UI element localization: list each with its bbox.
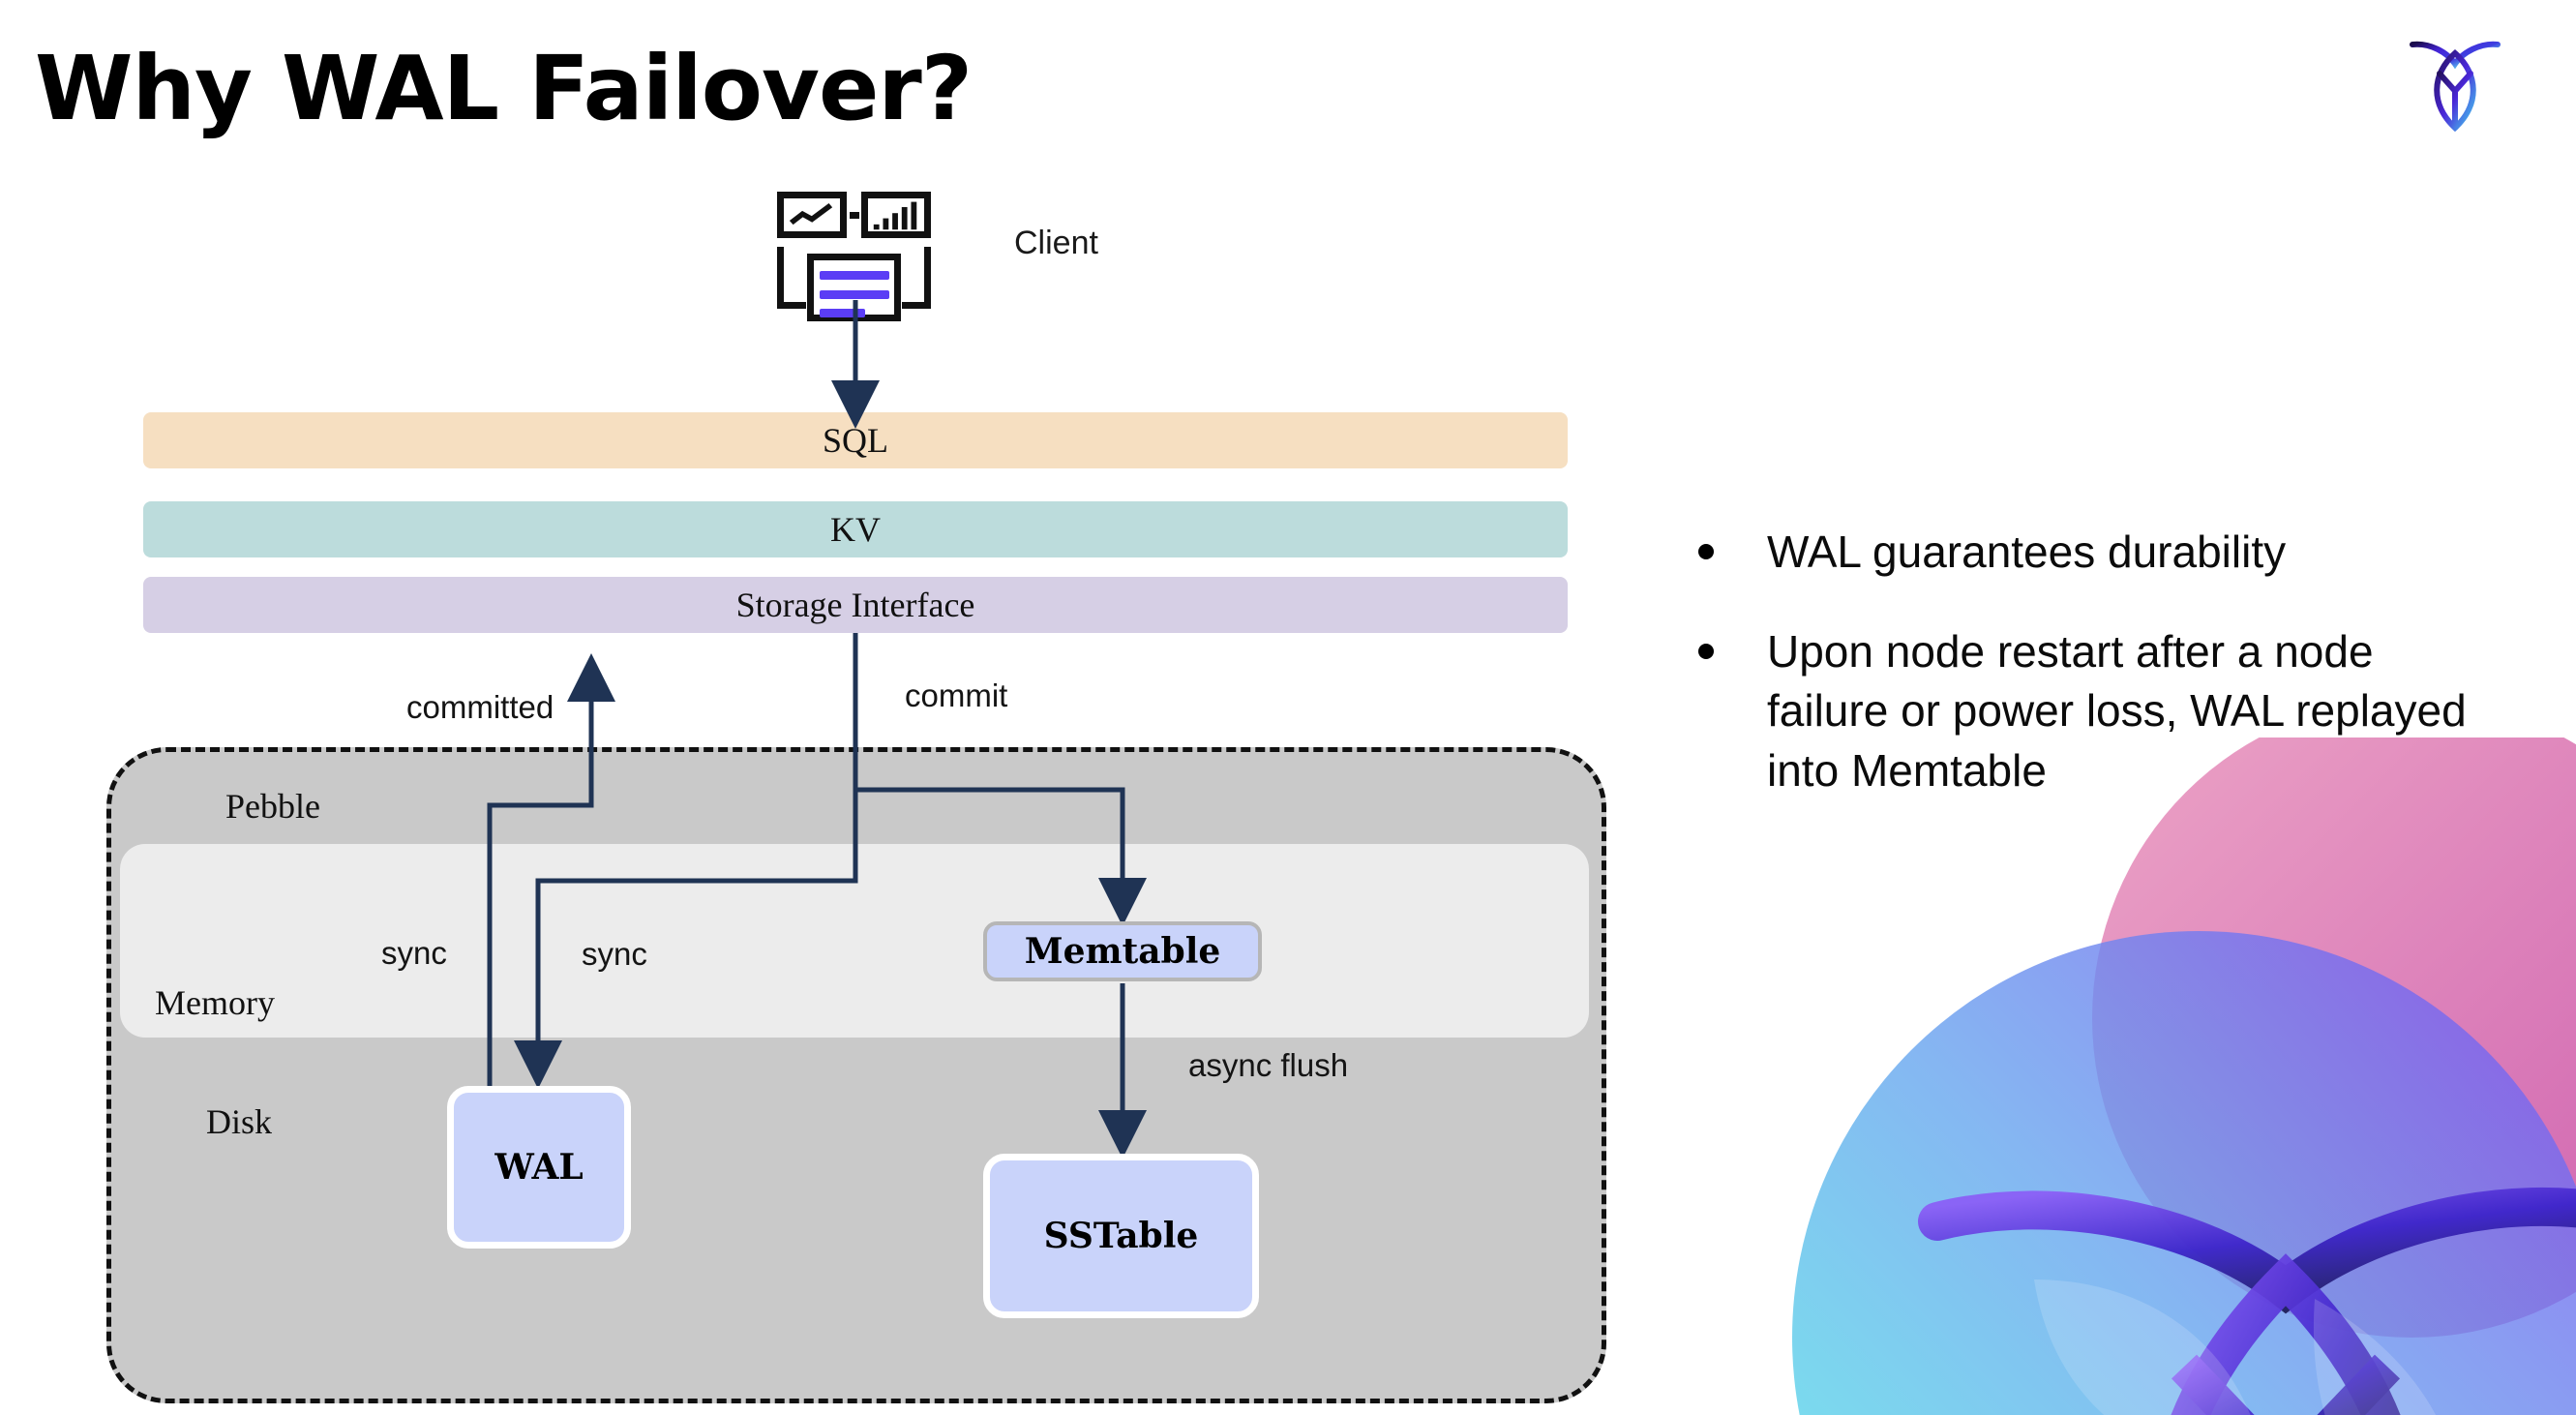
disk-label: Disk: [206, 1102, 273, 1141]
bracket-right-icon: [902, 247, 931, 309]
document-line-3: [820, 309, 865, 317]
bullet-dot-icon: [1698, 544, 1714, 559]
client-label: Client: [1014, 225, 1098, 261]
edge-label-commit: commit: [905, 677, 1008, 713]
list-item: WAL guarantees durability: [1698, 523, 2501, 582]
edge-label-async-flush: async flush: [1188, 1047, 1349, 1083]
bullet-text: WAL guarantees durability: [1767, 527, 2287, 577]
layer-bar-kv: KV: [143, 501, 1568, 557]
line-chart-icon: [777, 192, 847, 238]
layer-bar-sql-label: SQL: [822, 421, 888, 460]
memory-label: Memory: [155, 983, 275, 1022]
node-memtable-label: Memtable: [1024, 931, 1221, 972]
bar-chart-icon: [861, 192, 931, 238]
bullet-dot-icon: [1698, 644, 1714, 660]
node-memtable[interactable]: Memtable: [983, 921, 1262, 981]
client-dashboard-icon: [774, 192, 939, 321]
edge-label-sync-right: sync: [582, 936, 647, 972]
node-sstable[interactable]: SSTable: [983, 1154, 1259, 1318]
layer-bar-sql: SQL: [143, 412, 1568, 468]
layer-bar-storage-interface: Storage Interface: [143, 577, 1568, 633]
bullet-text: Upon node restart after a node failure o…: [1767, 626, 2467, 796]
document-line-1: [820, 271, 889, 280]
document-line-2: [820, 290, 889, 299]
pebble-label: Pebble: [225, 787, 320, 826]
edge-label-committed: committed: [406, 689, 554, 725]
node-wal[interactable]: WAL: [447, 1086, 631, 1249]
layer-bar-storage-interface-label: Storage Interface: [735, 586, 975, 624]
memory-region: [120, 844, 1589, 1038]
bullet-list: WAL guarantees durability Upon node rest…: [1698, 523, 2501, 841]
dash-icon: [850, 212, 859, 219]
cockroachdb-logo-icon: [2407, 31, 2503, 137]
node-sstable-label: SSTable: [1043, 1216, 1199, 1256]
layer-bar-kv-label: KV: [830, 510, 881, 549]
edge-label-sync-left: sync: [381, 935, 447, 971]
page-title: Why WAL Failover?: [35, 37, 973, 140]
list-item: Upon node restart after a node failure o…: [1698, 622, 2501, 800]
node-wal-label: WAL: [494, 1147, 584, 1188]
bracket-left-icon: [777, 247, 806, 309]
